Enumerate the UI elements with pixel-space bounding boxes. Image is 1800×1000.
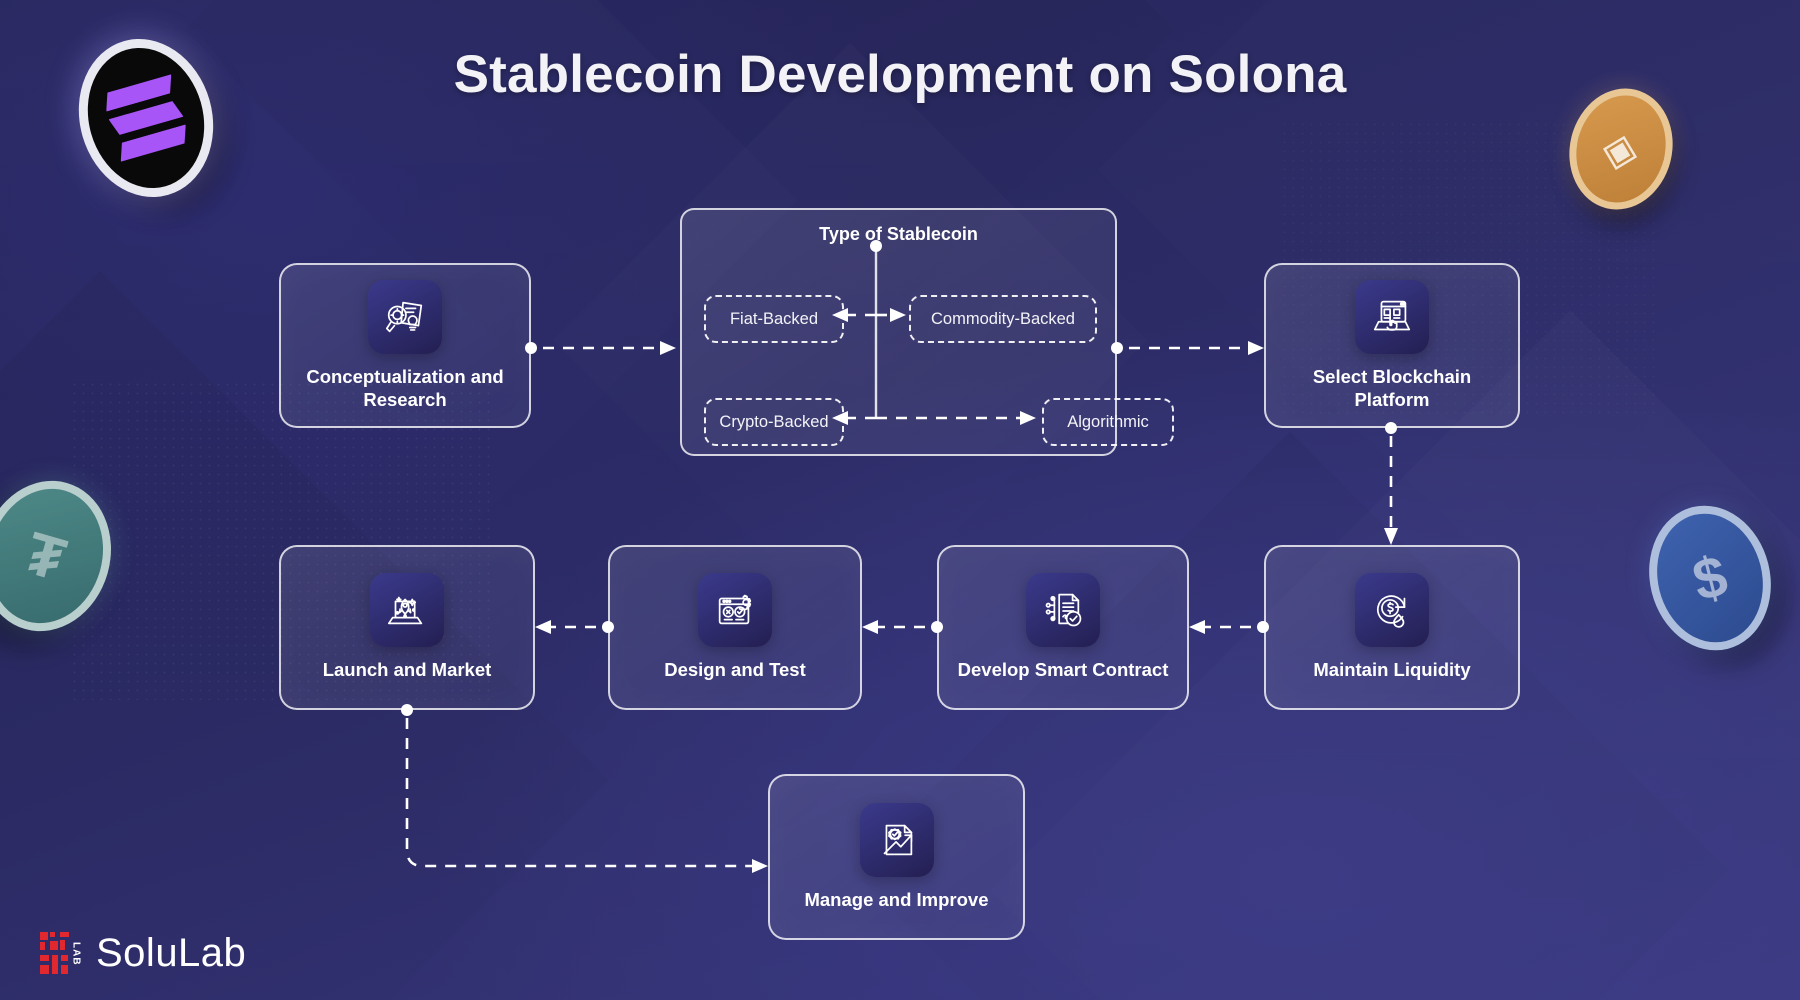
solulab-logo: LAB SoluLab bbox=[40, 931, 246, 976]
card-label: Develop Smart Contract bbox=[957, 659, 1169, 681]
subbox-commodity-backed[interactable]: Commodity-Backed bbox=[909, 295, 1097, 343]
rocket-launch-icon bbox=[370, 573, 444, 648]
card-label: Design and Test bbox=[664, 659, 806, 681]
card-launch-and-market[interactable]: Launch and Market bbox=[279, 545, 535, 710]
subbox-crypto-backed[interactable]: Crypto-Backed bbox=[704, 398, 844, 446]
card-label: Manage and Improve bbox=[804, 888, 989, 910]
group-title: Type of Stablecoin bbox=[819, 224, 978, 244]
research-magnifier-bulb-icon bbox=[368, 279, 442, 354]
browser-test-gear-icon bbox=[698, 573, 772, 648]
card-manage-and-improve[interactable]: Manage and Improve bbox=[768, 774, 1025, 940]
solulab-wordmark: SoluLab bbox=[96, 931, 247, 975]
card-label: Launch and Market bbox=[322, 659, 492, 681]
solulab-mark-text: LAB bbox=[70, 941, 82, 966]
card-design-and-test[interactable]: Design and Test bbox=[608, 545, 862, 710]
card-label: Select Blockchain Platform bbox=[1312, 365, 1472, 410]
smart-contract-check-icon bbox=[1026, 573, 1100, 648]
laptop-click-icon bbox=[1355, 279, 1429, 354]
card-select-platform[interactable]: Select Blockchain Platform bbox=[1264, 263, 1520, 428]
type-of-stablecoin-group: Type of Stablecoin Fiat-Backed Commodity… bbox=[680, 208, 1174, 456]
card-label: Maintain Liquidity bbox=[1313, 659, 1471, 681]
subbox-label: Algorithmic bbox=[1067, 412, 1149, 431]
subbox-label: Fiat-Backed bbox=[729, 309, 819, 328]
subbox-algorithmic[interactable]: Algorithmic bbox=[1042, 398, 1174, 446]
liquidity-dollar-drop-icon bbox=[1355, 573, 1429, 648]
page-title: Stablecoin Development on Solona bbox=[453, 45, 1347, 104]
manage-improve-chart-icon bbox=[859, 802, 934, 877]
card-maintain-liquidity[interactable]: Maintain Liquidity bbox=[1264, 545, 1520, 710]
subbox-label: Crypto-Backed bbox=[719, 412, 829, 431]
card-conceptualization[interactable]: Conceptualization and Research bbox=[279, 263, 531, 428]
solulab-mark-icon: LAB bbox=[40, 931, 82, 976]
card-label: Conceptualization and Research bbox=[306, 365, 504, 410]
subbox-fiat-backed[interactable]: Fiat-Backed bbox=[704, 295, 844, 343]
subbox-label: Commodity-Backed bbox=[931, 309, 1075, 328]
card-develop-smart-contract[interactable]: Develop Smart Contract bbox=[937, 545, 1189, 710]
